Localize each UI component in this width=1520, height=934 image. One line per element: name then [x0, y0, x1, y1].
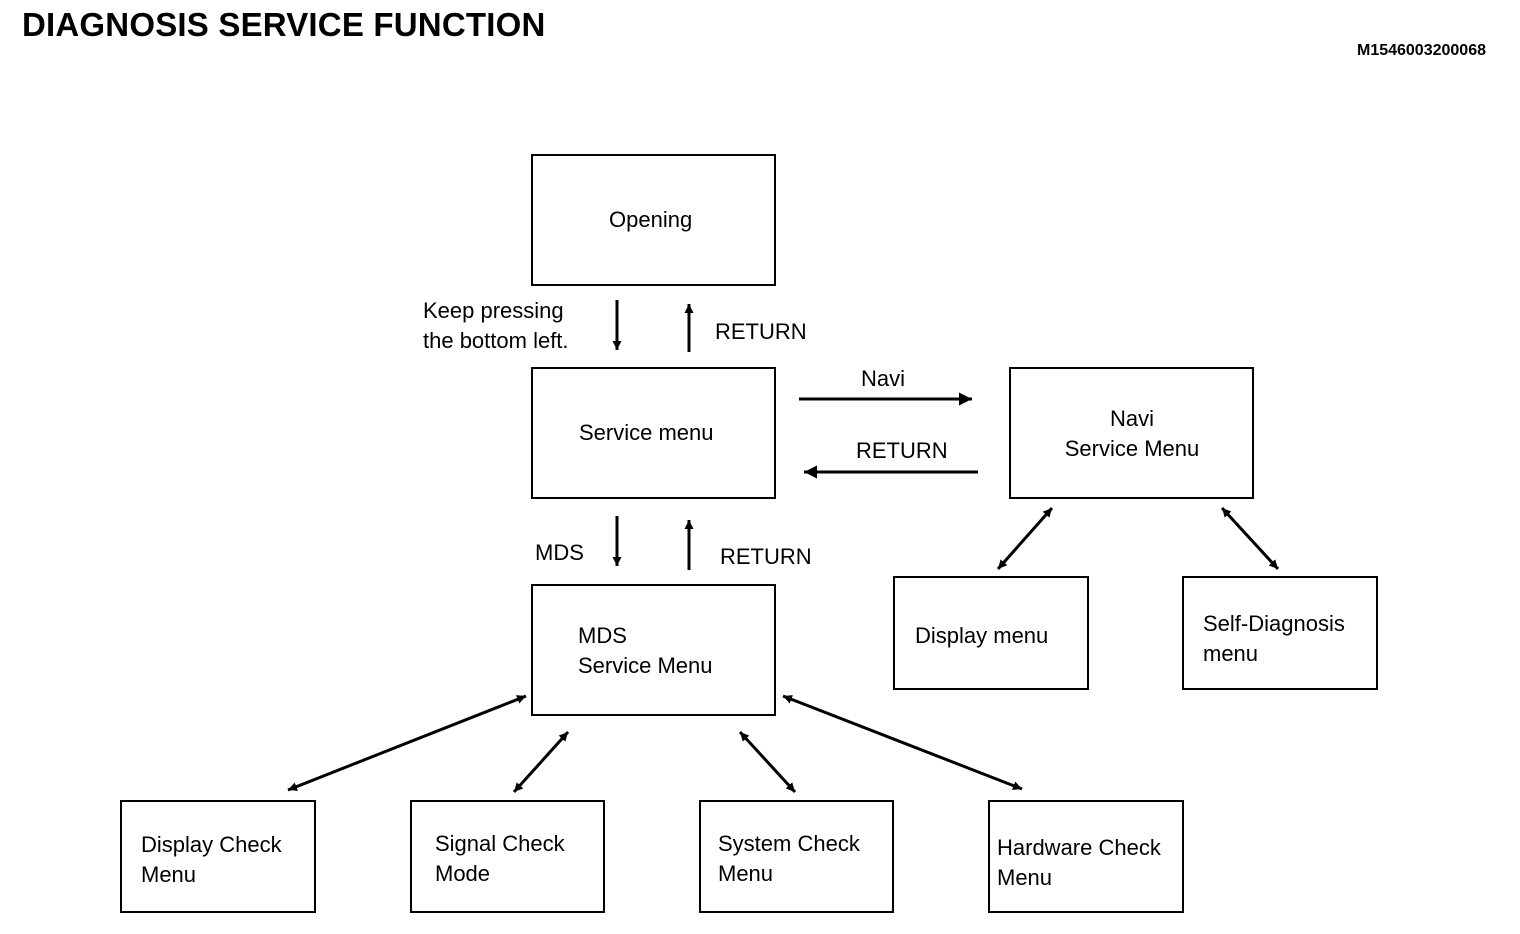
double-arrow-mds-signal-check: [512, 730, 570, 794]
node-signal-check-mode-label: Signal Check Mode: [435, 831, 565, 886]
figure-id: M1546003200068: [1356, 42, 1486, 59]
node-signal-check-mode: Signal Check Mode: [410, 800, 605, 913]
node-display-check-menu-label: Display Check Menu: [141, 832, 282, 887]
node-service-menu-label: Service menu: [579, 420, 714, 445]
node-system-check-menu-label: System Check Menu: [718, 831, 860, 886]
double-arrow-navi-display-menu: [996, 507, 1054, 570]
edge-label-mds: MDS: [535, 540, 584, 565]
node-mds-service-menu: MDS Service Menu: [531, 584, 776, 716]
page-title: DIAGNOSIS SERVICE FUNCTION: [22, 6, 546, 43]
edge-label-keep-pressing: Keep pressing the bottom left.: [423, 298, 569, 353]
node-display-menu-label: Display menu: [915, 623, 1049, 648]
edge-label-return-navi: RETURN: [856, 438, 948, 463]
node-display-menu: Display menu: [893, 576, 1089, 690]
node-navi-service-menu-label: Navi Service Menu: [1064, 406, 1200, 461]
double-arrow-mds-hardware-check: [782, 694, 1023, 791]
node-display-check-menu: Display Check Menu: [120, 800, 316, 913]
node-self-diagnosis-menu-label: Self-Diagnosis menu: [1203, 611, 1345, 666]
node-navi-service-menu: Navi Service Menu: [1009, 367, 1254, 499]
edge-label-navi: Navi: [861, 366, 906, 391]
double-arrow-mds-system-check: [738, 730, 797, 794]
edge-label-return-mds: RETURN: [720, 544, 812, 569]
node-self-diagnosis-menu: Self-Diagnosis menu: [1182, 576, 1378, 690]
node-service-menu: Service menu: [531, 367, 776, 499]
node-system-check-menu: System Check Menu: [699, 800, 894, 913]
edge-label-return-top: RETURN: [715, 319, 807, 344]
node-hardware-check-menu: Hardware Check Menu: [988, 800, 1184, 913]
node-mds-service-menu-label: MDS Service Menu: [578, 623, 713, 678]
node-hardware-check-menu-label: Hardware Check Menu: [997, 835, 1161, 890]
double-arrow-navi-self-diagnosis: [1220, 506, 1280, 571]
node-opening-label: Opening: [609, 207, 693, 232]
double-arrow-mds-display-check: [287, 694, 527, 792]
node-opening: Opening: [531, 154, 776, 286]
